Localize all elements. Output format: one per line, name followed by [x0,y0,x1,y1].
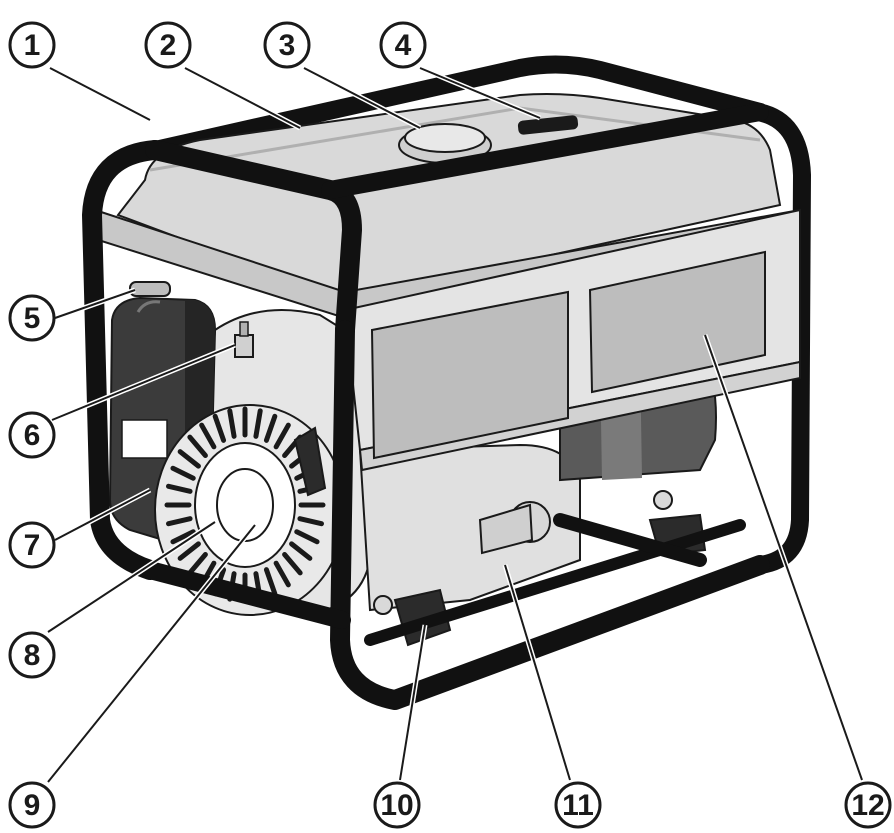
leader-line-5 [54,289,136,319]
frame-front [82,103,770,710]
callout-circle-6 [8,411,56,459]
starter-fin [187,551,208,576]
starter-fin [273,560,291,588]
leader-line-8 [47,521,216,633]
starter-fin [199,422,217,450]
callout-3: 3 [263,21,311,69]
callout-circle-5 [8,294,56,342]
callout-circle-9 [8,781,56,829]
fuel-cap [398,123,492,164]
callout-number-9: 9 [24,789,41,822]
callout-number-5: 5 [24,302,41,335]
starter-fin [177,541,201,561]
callout-11: 11 [554,781,602,829]
callout-circle-3 [263,21,311,69]
callout-number-10: 10 [380,789,413,822]
callout-number-1: 1 [24,29,41,62]
callout-number-6: 6 [24,419,41,452]
choke-lever [129,281,171,297]
callout-number-2: 2 [160,29,177,62]
starter-fin [212,413,227,443]
leader-line-9 [47,524,256,783]
callout-8: 8 [8,631,56,679]
callout-circle-12 [844,781,892,829]
muffler [478,501,551,555]
callout-6: 6 [8,411,56,459]
callout-circle-2 [144,21,192,69]
leader-line-2 [184,67,301,129]
leader-line-3 [303,67,421,129]
callout-5: 5 [8,294,56,342]
callout-number-12: 12 [851,789,884,822]
callout-circle-11 [554,781,602,829]
leader-line-12 [704,334,863,781]
leader-line-7 [54,489,151,541]
starter-fin [263,413,278,443]
leader-line-1 [49,67,151,121]
callout-circle-8 [8,631,56,679]
callout-7: 7 [8,521,56,569]
control-panel [343,208,801,472]
starter-fin [170,465,196,481]
fuel-gauge [517,115,579,135]
starter-fin [289,541,313,561]
starter-fin [227,408,237,439]
starter-fin [263,567,278,597]
callout-circle-1 [8,21,56,69]
starter-fin [177,449,201,469]
starter-fin [253,408,263,439]
callout-number-7: 7 [24,529,41,562]
callout-number-11: 11 [562,789,594,822]
leader-line-11 [504,564,571,781]
base-rails [553,513,707,567]
starter-fin [273,422,291,450]
starter-fin [170,529,196,545]
starter-fin [297,516,325,527]
recoil-starter [154,404,346,616]
leader-line-6 [51,344,236,421]
starter-fin [294,529,320,545]
starter-fin [165,483,193,494]
starter-fin [282,551,303,576]
callout-circle-4 [379,21,427,69]
callout-9: 9 [8,781,56,829]
callout-2: 2 [144,21,192,69]
leader-line-4 [419,67,541,119]
leader-line-10 [399,624,426,781]
callout-circle-10 [373,781,421,829]
callout-number-4: 4 [395,29,412,62]
callout-number-8: 8 [24,639,41,672]
callout-1: 1 [8,21,56,69]
callout-4: 4 [379,21,427,69]
starter-fin [187,434,208,459]
callout-10: 10 [373,781,421,829]
leader-lines [46,65,865,784]
starter-fin [165,516,193,527]
callout-circle-7 [8,521,56,569]
callout-12: 12 [844,781,892,829]
callout-number-3: 3 [279,29,296,62]
